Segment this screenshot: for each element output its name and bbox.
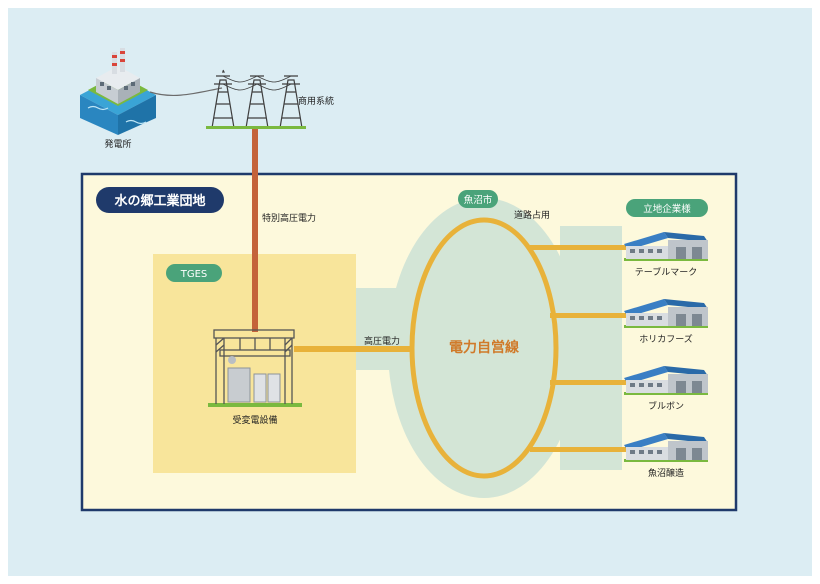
extra-high-voltage-label: 特別高圧電力 (262, 212, 316, 224)
tenant-name: テーブルマーク (635, 266, 697, 278)
commercial-grid-label: 商用系統 (298, 95, 334, 107)
road-use-label: 道路占用 (514, 209, 550, 221)
extra-high-voltage-line (252, 129, 258, 332)
tenant-name: ホリカフーズ (639, 333, 693, 345)
power-plant-label: 発電所 (104, 138, 131, 150)
city-label: 魚沼市 (464, 194, 493, 206)
tower-ground (206, 126, 306, 129)
transmission-towers-icon (211, 69, 303, 129)
feeder-cable (149, 87, 223, 97)
tenant-factories (624, 232, 708, 462)
factory-icon (624, 366, 708, 395)
city-badge (458, 190, 498, 208)
tenant-branch-lines (530, 245, 626, 452)
tges-label: TGES (180, 269, 208, 280)
tenant-name: ブルボン (648, 400, 684, 412)
substation-label: 受変電設備 (232, 414, 277, 426)
private-line-label: 電力自営線 (449, 339, 519, 356)
city-road-area (355, 198, 622, 498)
substation-icon (208, 329, 302, 407)
factory-icon (624, 433, 708, 462)
tenants-header: 立地企業様 (643, 203, 691, 215)
high-voltage-label: 高圧電力 (364, 335, 400, 347)
high-voltage-line (294, 346, 410, 352)
tenants-badge (626, 199, 708, 217)
industrial-park-label: 水の郷工業団地 (114, 193, 205, 209)
tenant-name: 魚沼醸造 (648, 467, 684, 479)
power-plant-icon (80, 48, 156, 135)
tges-badge (166, 264, 222, 282)
private-line-loop (409, 217, 559, 479)
factory-icon (624, 299, 708, 328)
factory-icon (624, 232, 708, 261)
industrial-park-badge (96, 187, 224, 213)
